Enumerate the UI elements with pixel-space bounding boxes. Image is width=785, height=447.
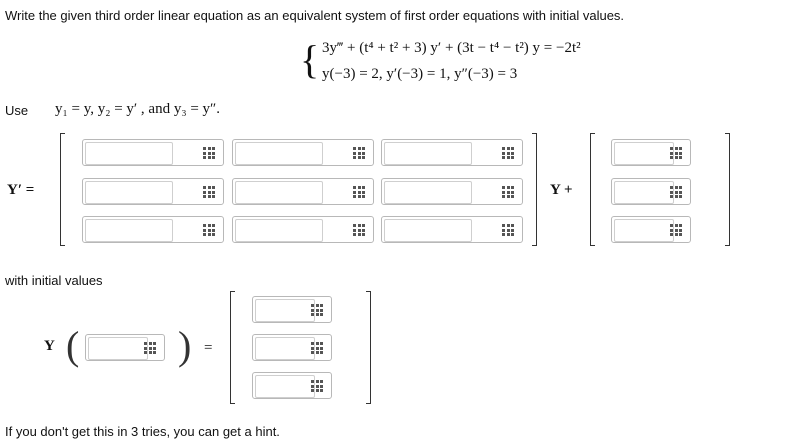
initial-conditions: y(−3) = 2, y′(−3) = 1, y″(−3) = 3: [322, 66, 518, 82]
grid-icon[interactable]: [311, 304, 323, 316]
matrix-right-bracket: [532, 133, 537, 246]
matrix-field-r2c2-input[interactable]: [235, 181, 323, 204]
instruction-text: Write the given third order linear equat…: [5, 8, 625, 23]
matrix-field-r3c1[interactable]: [82, 216, 224, 243]
matrix-field-r3c2[interactable]: [232, 216, 374, 243]
forcing-vector-field-r1-input[interactable]: [614, 142, 674, 165]
matrix-field-r1c3-input[interactable]: [384, 142, 472, 165]
grid-icon[interactable]: [353, 147, 365, 159]
matrix-field-r1c1-input[interactable]: [85, 142, 173, 165]
vector-left-bracket: [590, 133, 595, 246]
differential-equation: 3y‴ + (t⁴ + t² + 3) y′ + (3t − t⁴ − t²) …: [322, 40, 581, 56]
initial-vector-field-r1-input[interactable]: [255, 299, 315, 322]
grid-icon[interactable]: [502, 186, 514, 198]
grid-icon[interactable]: [670, 186, 682, 198]
hint-text: If you don't get this in 3 tries, you ca…: [5, 424, 280, 439]
vector-right-bracket: [725, 133, 730, 246]
substitution-definitions: y₁ = y, y₂ = y′ , and y₃ = y″.: [55, 101, 221, 117]
system-brace: {: [300, 37, 320, 82]
initial-time-field[interactable]: [85, 334, 165, 361]
initial-vector-field-r2[interactable]: [252, 334, 332, 361]
initial-vector-field-r2-input[interactable]: [255, 337, 315, 360]
grid-icon[interactable]: [144, 342, 156, 354]
grid-icon[interactable]: [670, 147, 682, 159]
use-label: Use: [5, 103, 29, 118]
matrix-field-r3c1-input[interactable]: [85, 219, 173, 242]
right-paren: ): [178, 323, 192, 368]
initial-values-heading: with initial values: [5, 273, 103, 288]
matrix-field-r2c1-input[interactable]: [85, 181, 173, 204]
initial-time-input[interactable]: [88, 337, 148, 360]
matrix-field-r3c3-input[interactable]: [384, 219, 472, 242]
matrix-field-r2c2[interactable]: [232, 178, 374, 205]
matrix-field-r1c2-input[interactable]: [235, 142, 323, 165]
grid-icon[interactable]: [502, 224, 514, 236]
initial-vector-field-r3-input[interactable]: [255, 375, 315, 398]
grid-icon[interactable]: [203, 186, 215, 198]
initial-vector-right-bracket: [366, 291, 371, 404]
y-prime-label: Y′ =: [7, 182, 35, 198]
matrix-field-r1c1[interactable]: [82, 139, 224, 166]
matrix-field-r3c2-input[interactable]: [235, 219, 323, 242]
grid-icon[interactable]: [311, 380, 323, 392]
grid-icon[interactable]: [353, 224, 365, 236]
grid-icon[interactable]: [502, 147, 514, 159]
matrix-field-r2c3-input[interactable]: [384, 181, 472, 204]
matrix-field-r2c1[interactable]: [82, 178, 224, 205]
forcing-vector-field-r3-input[interactable]: [614, 219, 674, 242]
matrix-field-r1c3[interactable]: [381, 139, 523, 166]
grid-icon[interactable]: [353, 186, 365, 198]
matrix-field-r3c3[interactable]: [381, 216, 523, 243]
grid-icon[interactable]: [203, 224, 215, 236]
matrix-left-bracket: [60, 133, 65, 246]
y-initial-label: Y: [44, 338, 55, 354]
forcing-vector-field-r3[interactable]: [611, 216, 691, 243]
initial-vector-left-bracket: [230, 291, 235, 404]
left-paren: (: [66, 323, 80, 368]
grid-icon[interactable]: [311, 342, 323, 354]
equals-sign: =: [204, 340, 213, 356]
initial-vector-field-r1[interactable]: [252, 296, 332, 323]
forcing-vector-field-r2[interactable]: [611, 178, 691, 205]
forcing-vector-field-r2-input[interactable]: [614, 181, 674, 204]
forcing-vector-field-r1[interactable]: [611, 139, 691, 166]
grid-icon[interactable]: [203, 147, 215, 159]
initial-vector-field-r3[interactable]: [252, 372, 332, 399]
matrix-field-r2c3[interactable]: [381, 178, 523, 205]
grid-icon[interactable]: [670, 224, 682, 236]
y-plus-label: Y +: [550, 182, 573, 198]
matrix-field-r1c2[interactable]: [232, 139, 374, 166]
